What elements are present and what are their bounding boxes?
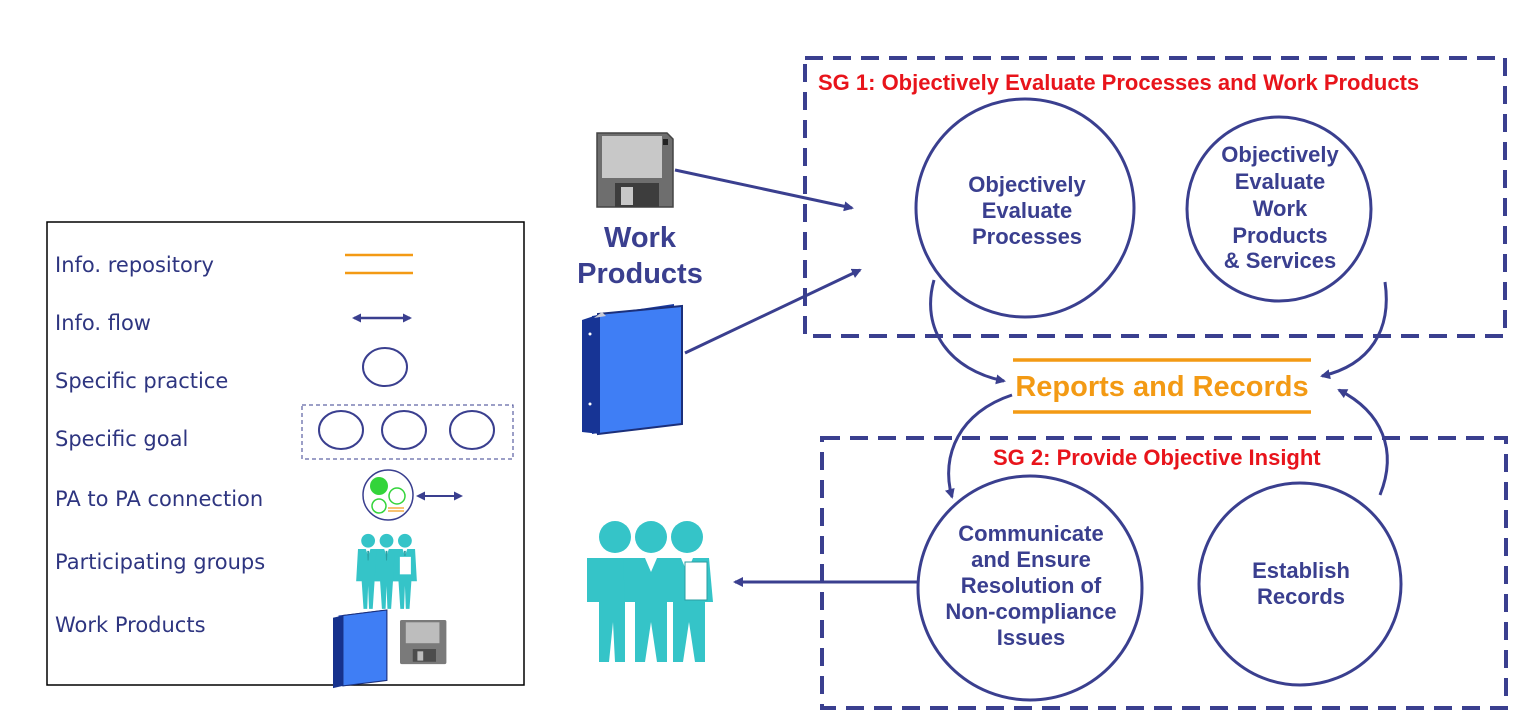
practice-evaluate-wp-line1: Objectively bbox=[1221, 142, 1339, 167]
info-repository-icon bbox=[345, 253, 413, 275]
specific-goal-sg2: SG 2: Provide Objective Insight bbox=[820, 436, 1508, 710]
flow-repository-to-communicate bbox=[944, 393, 1013, 499]
practice-communicate-line2: and Ensure bbox=[971, 547, 1091, 572]
floppy-disk-icon-small bbox=[400, 620, 447, 665]
practice-establish-records: Establish Records bbox=[1197, 481, 1403, 687]
practice-evaluate-processes-line1: Objectively bbox=[968, 172, 1086, 197]
legend: Info. repository Info. flow Specific pra… bbox=[46, 221, 525, 689]
practice-evaluate-wp-line2: Evaluate bbox=[1235, 169, 1326, 194]
specific-goal-sg1: SG 1: Objectively Evaluate Processes and… bbox=[803, 56, 1507, 338]
sg2-dashed-frame bbox=[820, 436, 1508, 710]
practice-evaluate-wp-line5: & Services bbox=[1224, 248, 1337, 273]
flow-processes-to-repository bbox=[929, 279, 1006, 385]
binder-icon bbox=[582, 304, 683, 436]
legend-label-info-repository: Info. repository bbox=[55, 253, 214, 277]
legend-label-pa-connection: PA to PA connection bbox=[55, 487, 263, 511]
flow-work-products-to-repository bbox=[1320, 281, 1388, 380]
practice-establish-line2: Records bbox=[1257, 584, 1345, 609]
work-products-icon bbox=[333, 609, 447, 689]
work-products-group: Work Products bbox=[577, 132, 703, 436]
practice-evaluate-processes-line3: Processes bbox=[972, 224, 1082, 249]
legend-label-specific-goal: Specific goal bbox=[55, 427, 188, 451]
practice-evaluate-work-products: Objectively Evaluate Work Products & Ser… bbox=[1185, 115, 1373, 303]
practice-evaluate-wp-line3: Work bbox=[1253, 196, 1308, 221]
sg1-title: SG 1: Objectively Evaluate Processes and… bbox=[818, 70, 1419, 95]
practice-evaluate-processes: Objectively Evaluate Processes bbox=[914, 97, 1136, 319]
practice-communicate-resolution: Communicate and Ensure Resolution of Non… bbox=[916, 474, 1144, 702]
specific-practice-icon bbox=[362, 347, 408, 387]
legend-label-info-flow: Info. flow bbox=[55, 311, 151, 335]
practice-evaluate-wp-line4: Products bbox=[1232, 223, 1327, 248]
repository-label: Reports and Records bbox=[1015, 371, 1308, 403]
flow-floppy-to-processes bbox=[674, 168, 854, 212]
sg2-title: SG 2: Provide Objective Insight bbox=[993, 445, 1321, 470]
floppy-disk-icon bbox=[596, 132, 674, 208]
pa-connection-icon bbox=[362, 469, 463, 521]
binder-icon-small bbox=[333, 609, 388, 689]
practice-establish-line1: Establish bbox=[1252, 558, 1350, 583]
legend-frame bbox=[46, 221, 525, 686]
work-products-title-line1: Work bbox=[604, 222, 677, 254]
practice-communicate-line5: Issues bbox=[997, 625, 1066, 650]
sg1-dashed-frame bbox=[803, 56, 1507, 338]
info-flows bbox=[674, 168, 1389, 587]
participating-groups-large bbox=[587, 521, 713, 662]
specific-goal-icon bbox=[301, 404, 514, 460]
participating-groups-icon bbox=[356, 533, 417, 609]
legend-label-specific-practice: Specific practice bbox=[55, 369, 228, 393]
practice-communicate-line3: Resolution of bbox=[961, 573, 1102, 598]
legend-label-work-products: Work Products bbox=[55, 613, 206, 637]
work-products-title-line2: Products bbox=[577, 258, 703, 290]
practice-evaluate-processes-line2: Evaluate bbox=[982, 198, 1073, 223]
reports-and-records-repository: Reports and Records bbox=[1013, 358, 1311, 414]
practice-communicate-line1: Communicate bbox=[958, 521, 1103, 546]
flow-binder-to-processes bbox=[684, 268, 862, 355]
flow-establish-to-repository bbox=[1337, 388, 1389, 496]
practice-communicate-line4: Non-compliance bbox=[945, 599, 1116, 624]
legend-label-participating-groups: Participating groups bbox=[55, 550, 265, 574]
